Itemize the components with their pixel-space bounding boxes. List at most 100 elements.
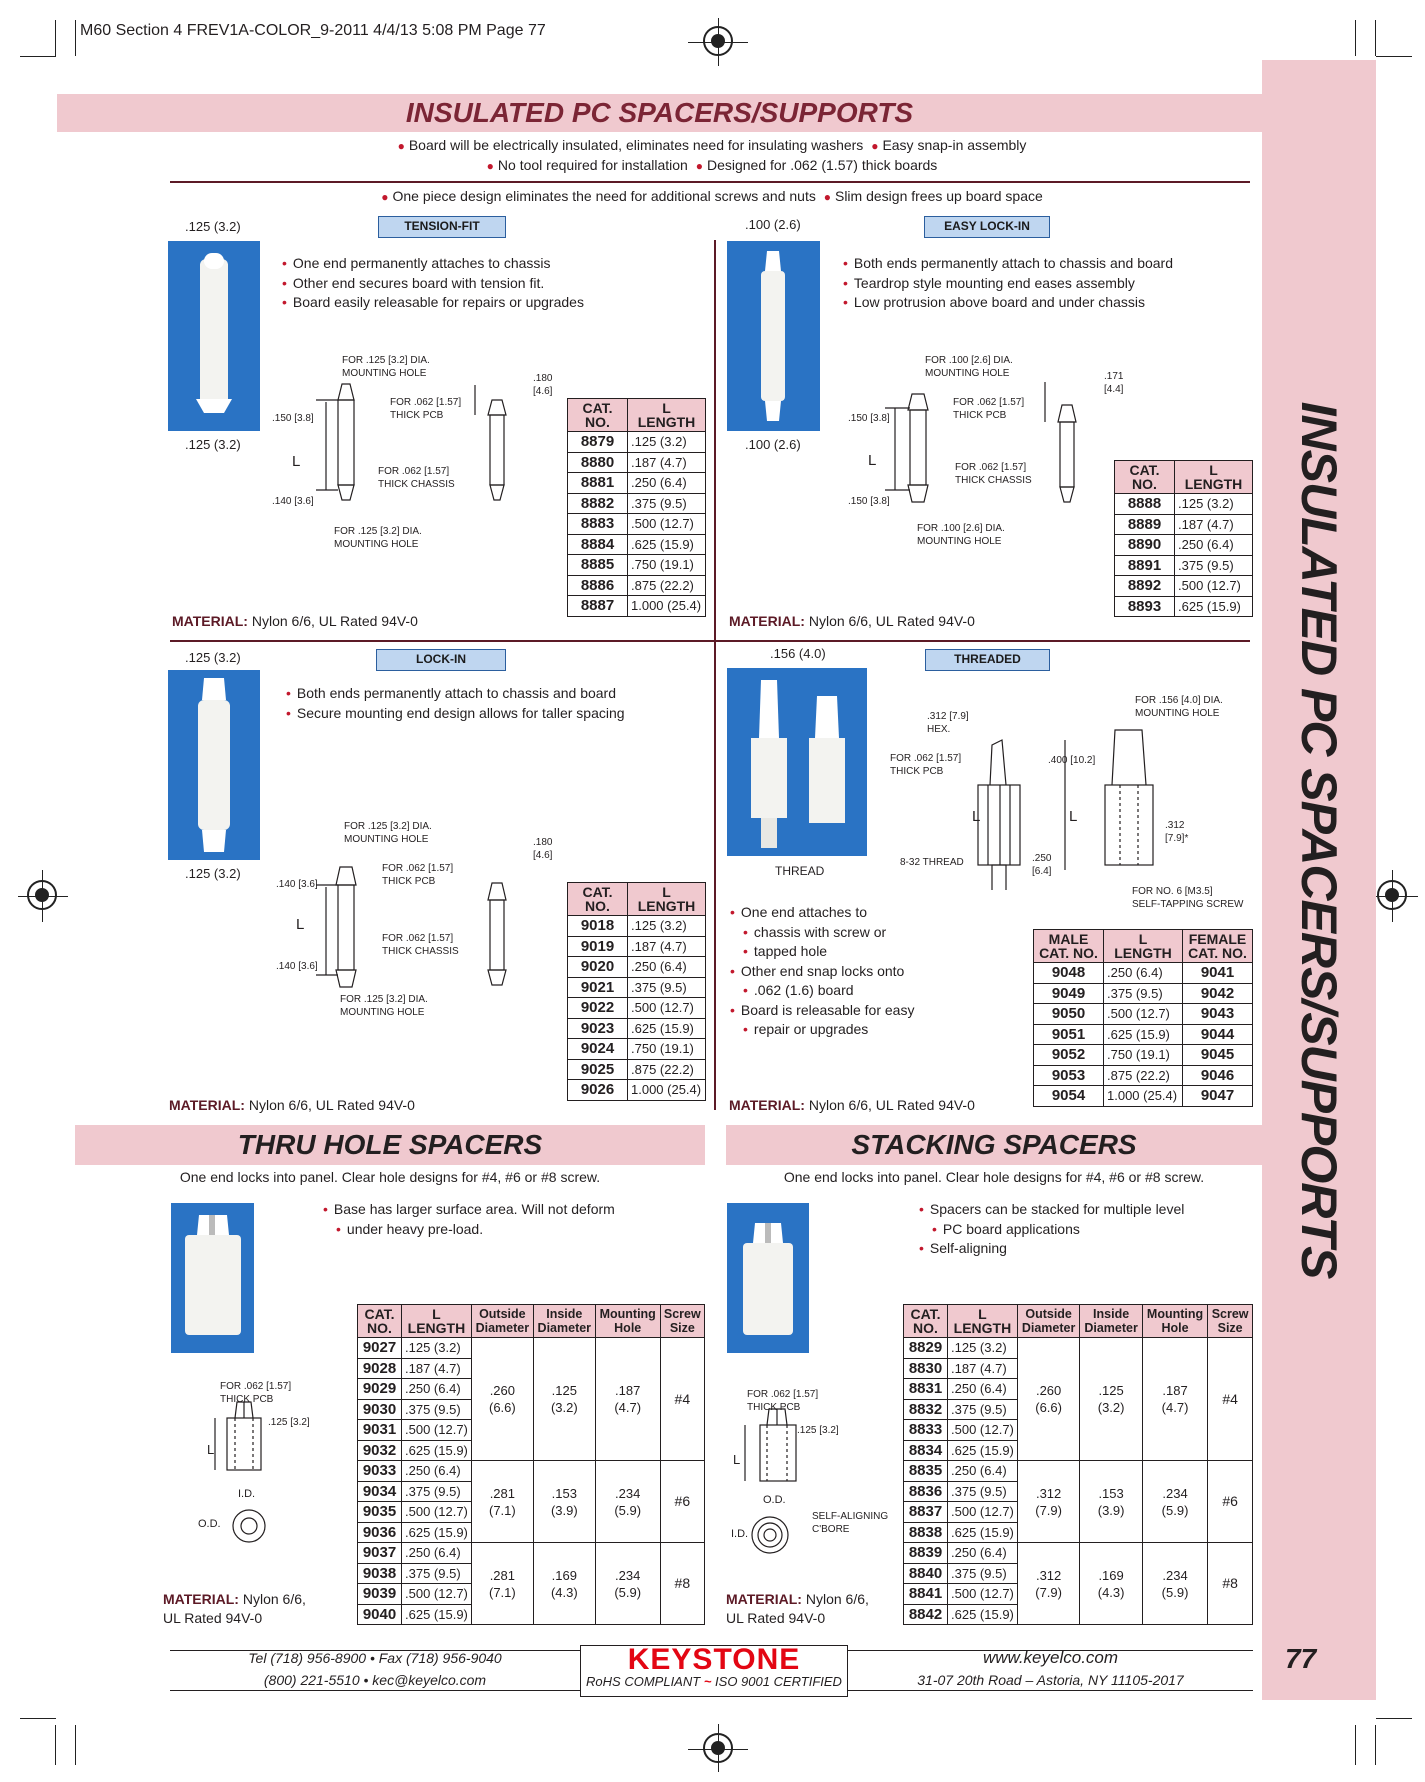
length-cell: .625 (15.9) <box>401 1439 472 1461</box>
table-row: 8842.625 (15.9) <box>903 1603 1253 1625</box>
cat-no-cell: 8883 <box>567 513 628 535</box>
cat-no-cell: 8837 <box>903 1501 948 1523</box>
group-mh-cell: .234(5.9) <box>594 1542 661 1625</box>
dimension-L: L <box>733 1452 741 1467</box>
material-note: MATERIAL: Nylon 6/6, UL Rated 94V-0 <box>169 1097 415 1113</box>
feature-item-cont: .062 (1.6) board <box>730 981 914 1001</box>
dimension-L: L <box>972 808 981 825</box>
group-id-cell: .169(4.3) <box>1079 1542 1143 1625</box>
table-row: 8838.625 (15.9) <box>903 1521 1253 1543</box>
feature-text: tapped hole <box>753 943 828 959</box>
threaded-drawing <box>977 729 1154 890</box>
length-cell: 1.000 (25.4) <box>627 595 706 617</box>
drawing-caption: .250[6.4] <box>1032 853 1052 877</box>
group-mh-cell: .187(4.7) <box>1141 1337 1209 1461</box>
length-cell: .187 (4.7) <box>401 1357 472 1379</box>
bullet-text: Designed for .062 (1.57) thick boards <box>706 157 938 173</box>
header-divider <box>170 181 1250 183</box>
length-cell: .500 (12.7) <box>947 1419 1018 1441</box>
table-row: 9023.625 (15.9) <box>567 1017 706 1039</box>
length-cell: .250 (6.4) <box>627 472 706 494</box>
cat-no-cell: 9049 <box>1033 982 1104 1004</box>
cat-no-cell: 8842 <box>903 1603 948 1625</box>
product-photo <box>168 670 260 860</box>
tag-lock-in: LOCK-IN <box>376 649 506 671</box>
section-title: THRU HOLE SPACERS <box>237 1129 543 1160</box>
drawing-caption: I.D. <box>238 1488 256 1500</box>
feature-item: Board is releasable for easy <box>730 1001 915 1021</box>
table-row: 8891.375 (9.5) <box>1114 554 1253 576</box>
cat-no-cell: 8888 <box>1114 493 1175 515</box>
section-divider <box>170 640 1250 642</box>
length-cell: .500 (12.7) <box>401 1501 472 1523</box>
drawing-caption: .150 [3.8] <box>272 413 314 424</box>
dimension-L: L <box>868 452 877 469</box>
section-band <box>726 1125 1262 1165</box>
feature-item-cont: tapped hole <box>730 942 914 962</box>
material-text: Nylon 6/6, UL Rated 94V-0 <box>808 1097 975 1113</box>
feature-item: Other end snap locks onto <box>730 962 914 982</box>
group-mh-cell: .187(4.7) <box>594 1337 661 1461</box>
feature-item-cont: chassis with screw or <box>730 923 914 943</box>
drawing-caption: FOR .062 [1.57]THICK PCB <box>890 753 962 777</box>
length-cell: .250 (6.4) <box>401 1460 472 1482</box>
cat-no-cell: 9029 <box>357 1378 402 1400</box>
tag-threaded: THREADED <box>925 649 1050 671</box>
cat-no-cell: 9018 <box>567 915 628 937</box>
table-row: 8886.875 (22.2) <box>567 574 706 596</box>
cat-no-cell: 9027 <box>357 1337 402 1359</box>
drawing-caption: I.D. <box>731 1528 749 1540</box>
length-cell: .375 (9.5) <box>401 1480 472 1502</box>
material-text: Nylon 6/6, <box>242 1591 306 1607</box>
footer-web[interactable]: www.keyelco.com <box>982 1648 1119 1667</box>
dimension-label: .125 (3.2) <box>185 650 241 665</box>
length-cell: .625 (15.9) <box>401 1603 472 1625</box>
table-row: 9040.625 (15.9) <box>357 1603 705 1625</box>
table-row: 9021.375 (9.5) <box>567 976 706 998</box>
footer-email: (800) 221-5510 • kec@keyelco.com <box>263 1672 487 1688</box>
cat-no-cell: 9030 <box>357 1398 402 1420</box>
drawing-caption: FOR .125 [3.2] DIA.MOUNTING HOLE <box>340 994 428 1018</box>
cat-no-cell: 9054 <box>1033 1085 1104 1107</box>
feature-text: chassis with screw or <box>753 923 887 940</box>
drawing-caption: FOR .062 [1.57]THICK CHASSIS <box>378 466 455 490</box>
cat-no-cell: 8885 <box>567 554 628 576</box>
cat-no-cell: 9052 <box>1033 1044 1104 1066</box>
length-cell: .375 (9.5) <box>1103 982 1183 1004</box>
dimension-label: .156 (4.0) <box>770 646 826 661</box>
cat-no-cell: 8879 <box>567 431 628 453</box>
center-divider <box>714 240 716 1110</box>
table-row: 8885.750 (19.1) <box>567 554 706 576</box>
cat-no-cell: 9044 <box>1182 1023 1253 1045</box>
dimension-label: .125 (3.2) <box>185 219 241 234</box>
feature-list: One end permanently attaches to chassis … <box>282 254 584 313</box>
cat-no-cell: 8886 <box>567 574 628 596</box>
product-photo <box>727 668 867 856</box>
feature-item: Spacers can be stacked for multiple leve… <box>919 1200 1184 1220</box>
length-cell: .250 (6.4) <box>627 956 706 978</box>
table-row: 8881.250 (6.4) <box>567 472 706 494</box>
length-cell: 1.000 (25.4) <box>627 1079 706 1101</box>
group-screw-cell: #4 <box>659 1337 706 1461</box>
length-cell: .500 (12.7) <box>401 1419 472 1441</box>
length-cell: .187 (4.7) <box>627 935 706 957</box>
bullet-text: Easy snap-in assembly <box>882 137 1027 153</box>
dimension-label: .100 (2.6) <box>745 437 801 452</box>
lock-in-drawing <box>316 866 507 988</box>
cat-no-cell: 9053 <box>1033 1064 1104 1086</box>
material-text: Nylon 6/6, UL Rated 94V-0 <box>808 613 975 629</box>
cat-no-cell: 9045 <box>1182 1044 1253 1066</box>
registration-mark-line <box>1368 896 1418 897</box>
cat-no-cell: 8892 <box>1114 575 1175 597</box>
material-note: MATERIAL: Nylon 6/6,UL Rated 94V-0 <box>726 1590 869 1628</box>
material-label: MATERIAL: <box>172 613 248 629</box>
feature-item: Self-aligning <box>919 1239 1184 1259</box>
